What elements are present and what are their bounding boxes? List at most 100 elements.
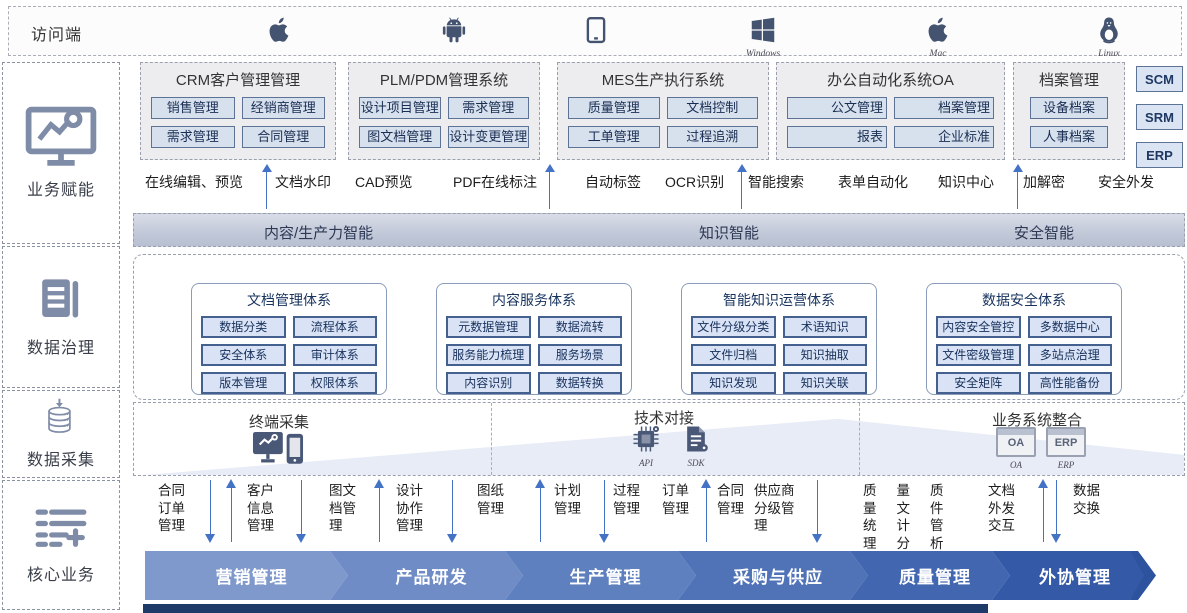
window-system-name: ERP — [1054, 437, 1078, 449]
process-chevron-label: 外协管理 — [1039, 568, 1111, 587]
down-arrow — [1051, 480, 1062, 543]
platform-tablet-icon — [569, 15, 623, 50]
system-items: 质量管理文档控制工单管理过程追溯 — [558, 97, 768, 148]
flow-label: 合同订单管理 — [158, 482, 185, 535]
apple-icon — [264, 17, 294, 49]
flow-label-line: 理 — [754, 518, 768, 533]
up-arrow — [701, 479, 712, 542]
system-box-title: PLM/PDM管理系统 — [379, 72, 509, 89]
sidebar-item-label: 数据治理 — [26, 340, 95, 358]
framework-item: 文件归档 — [691, 344, 776, 366]
system-item: 档案管理 — [894, 97, 994, 119]
list-plus-icon — [34, 505, 88, 550]
flow-label-line: 信息 — [247, 500, 274, 516]
intelligence-label: 知识智能 — [699, 225, 760, 242]
flow-label-line: 计划 — [554, 483, 581, 498]
flow-label: 合同管理 — [717, 482, 744, 517]
flow-label-line: 文档 — [988, 483, 1015, 498]
up-arrow — [262, 164, 272, 209]
arrow-head — [262, 164, 272, 172]
flow-label-line: 过程 — [613, 483, 640, 498]
process-chevron: 营销管理 — [145, 551, 348, 600]
arrow-head — [226, 479, 236, 488]
framework-item: 审计体系 — [292, 344, 377, 366]
up-arrow — [374, 479, 385, 542]
arrow-head — [545, 164, 555, 172]
arrow-head — [1038, 479, 1048, 488]
framework-item: 安全矩阵 — [936, 372, 1021, 394]
arrow-head — [701, 479, 711, 488]
flow-label-line: 交换 — [1073, 500, 1100, 516]
framework-box: 数据安全体系内容安全管控多数据中心文件密级管理多站点治理安全矩阵高性能备份 — [926, 283, 1122, 395]
flow-label-line: 分级管 — [754, 500, 795, 516]
arrow-stem — [1055, 480, 1057, 537]
flow-label-line: 客户 — [247, 483, 274, 498]
arrow-head — [1051, 534, 1061, 543]
flow-label: 设计协作管理 — [396, 482, 423, 535]
windows-icon — [748, 17, 778, 49]
system-box-title: 档案管理 — [1038, 72, 1099, 89]
intelligence-label: 内容/生产力智能 — [264, 225, 374, 242]
process-chevron: 产品研发 — [330, 551, 523, 600]
sidebar-item-1: 业务赋能 — [2, 62, 120, 244]
up-arrow — [545, 164, 555, 209]
system-box-title: MES生产执行系统 — [601, 72, 725, 89]
integration-icon-label: ERP — [1057, 460, 1075, 470]
framework-box: 内容服务体系元数据管理数据流转服务能力梳理服务场景内容识别数据转换 — [436, 283, 632, 395]
integration-icon-label: SDK — [687, 458, 705, 468]
platform-label: Windows — [745, 49, 781, 59]
flow-label-line: 档管 — [329, 500, 356, 516]
flow-label-line: 交互 — [988, 518, 1015, 533]
arrow-stem — [451, 480, 453, 537]
arrow-stem — [539, 485, 541, 542]
platform-android-icon — [427, 15, 481, 50]
platform-label: Mac — [929, 49, 947, 59]
framework-box: 文档管理体系数据分类流程体系安全体系审计体系版本管理权限体系 — [191, 283, 387, 395]
arrow-head — [599, 534, 609, 543]
feature-label: PDF在线标注 — [453, 174, 537, 190]
integration-icon-label: OA — [1010, 460, 1022, 470]
apple-icon — [923, 17, 953, 49]
flow-label: 数据交换 — [1073, 482, 1100, 517]
database-icon — [38, 398, 84, 437]
system-item: 企业标准 — [894, 126, 994, 148]
feature-label: 在线编辑、预览 — [145, 174, 243, 190]
flow-label-line: 合同 — [717, 483, 744, 498]
feature-label: 自动标签 — [585, 174, 641, 190]
arrow-stem — [266, 169, 268, 209]
system-item: 经销商管理 — [241, 97, 325, 119]
terminal-devices-icon — [252, 431, 304, 468]
system-item: 设计项目管理 — [359, 97, 441, 119]
framework-item: 数据分类 — [201, 316, 286, 338]
flow-label: 质量质量文件统计管理分析 — [863, 482, 964, 552]
process-chevron-label: 生产管理 — [569, 568, 642, 587]
up-arrow — [535, 479, 546, 542]
flow-label: 图文档管理 — [329, 482, 356, 535]
flow-label-line: 管理 — [613, 500, 640, 516]
intelligence-label: 安全智能 — [1014, 225, 1075, 242]
sdk-doc-icon — [682, 425, 710, 453]
system-item: 设备档案 — [1030, 97, 1108, 119]
feature-label: 加解密 — [1023, 174, 1065, 190]
arrow-head — [1013, 164, 1023, 172]
up-arrow — [737, 164, 747, 209]
side-system-erp: ERP — [1136, 142, 1183, 168]
framework-item: 多数据中心 — [1027, 316, 1112, 338]
feature-label: 智能搜索 — [748, 174, 804, 190]
framework-item: 高性能备份 — [1027, 372, 1112, 394]
framework-items: 元数据管理数据流转服务能力梳理服务场景内容识别数据转换 — [437, 316, 631, 394]
sidebar-item-2: 数据治理 — [2, 246, 120, 388]
flow-label-line: 供应商 — [754, 483, 795, 498]
system-box-title: CRM客户管理管理 — [175, 72, 301, 89]
process-chevron: 外协管理 — [992, 551, 1148, 600]
flow-labels-band: 合同订单管理客户信息管理图文档管理设计协作管理图纸管理计划管理过程管理订单管理合… — [133, 478, 1187, 551]
platform-windows: Windows — [736, 15, 790, 59]
intelligence-bar: 内容/生产力智能 知识智能 安全智能 — [133, 213, 1185, 247]
flow-label-line: 订单 — [158, 500, 185, 516]
arrow-head — [812, 534, 822, 543]
framework-box: 智能知识运营体系文件分级分类术语知识文件归档知识抽取知识发现知识关联 — [681, 283, 877, 395]
process-chevron: 生产管理 — [505, 551, 696, 600]
flow-label: 文档外发交互 — [988, 482, 1015, 535]
